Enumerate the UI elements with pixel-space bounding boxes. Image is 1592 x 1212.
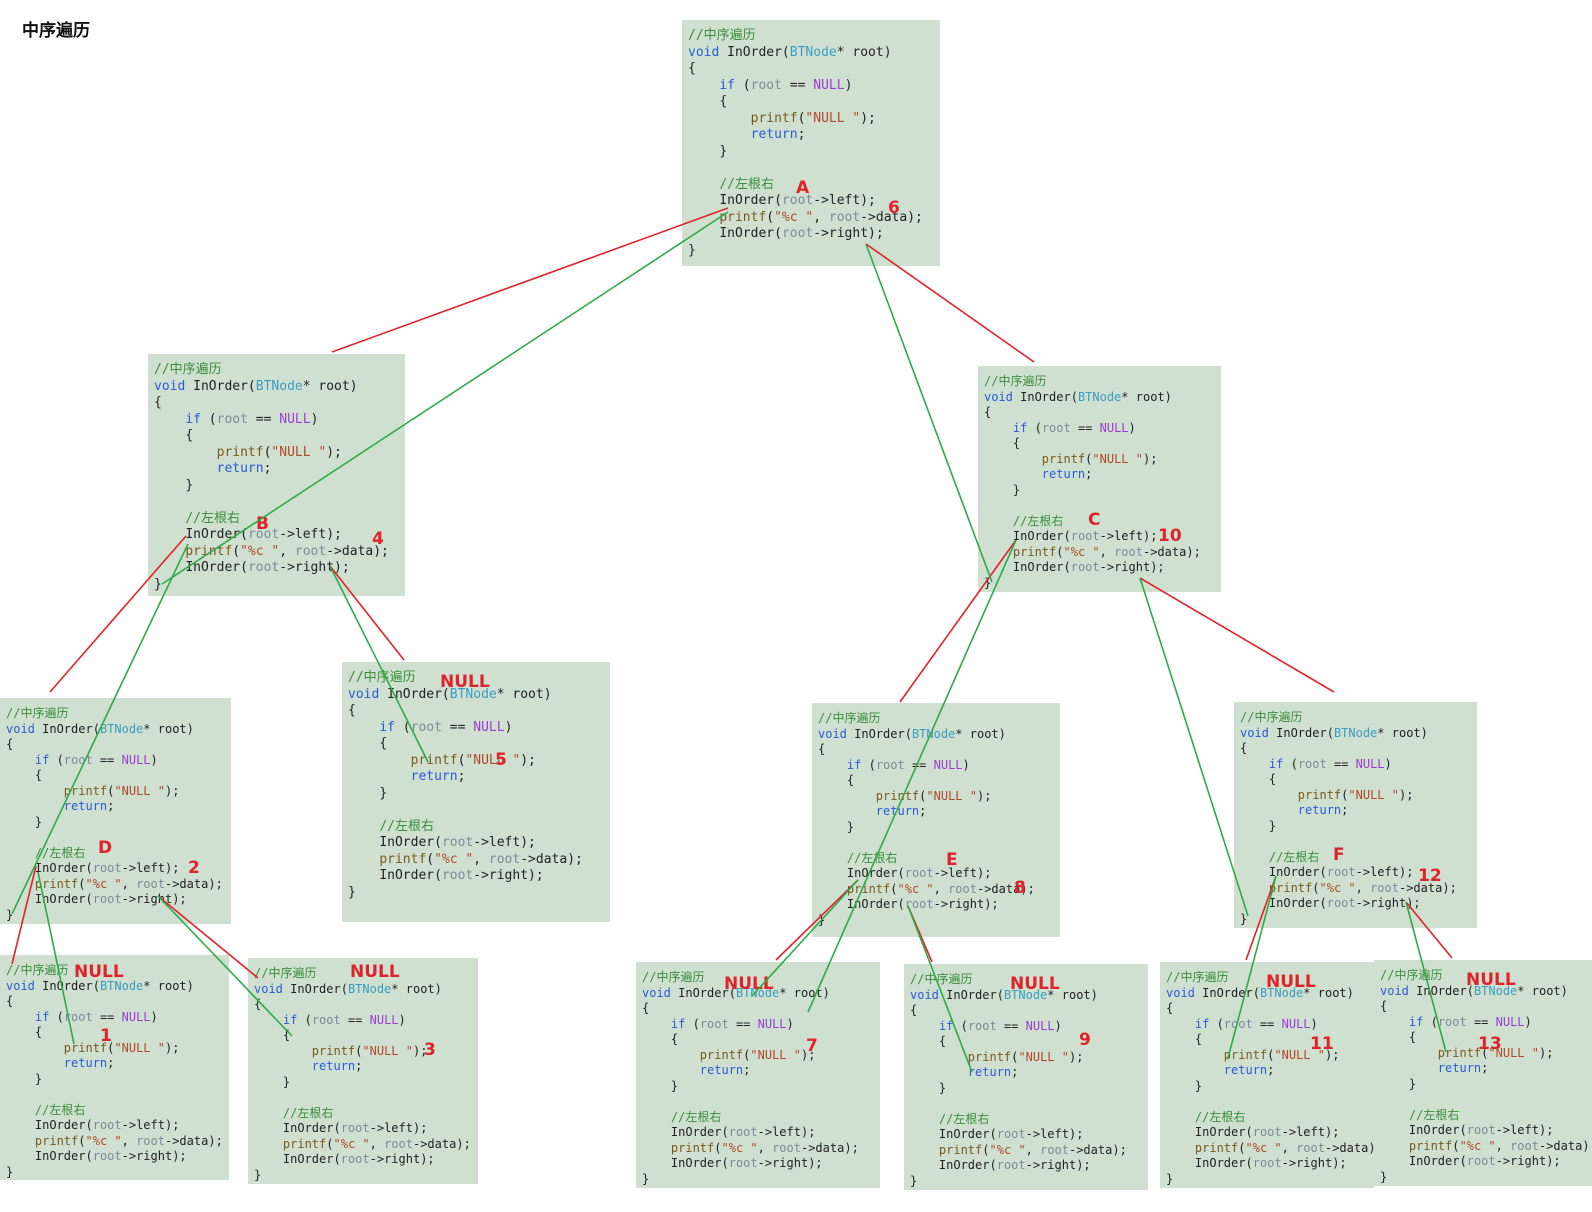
inorder-frame: //中序遍历 void InOrder(BTNode* root) { if (… [248, 958, 478, 1184]
step-number: 1 [100, 1026, 112, 1046]
step-number: 7 [806, 1036, 818, 1056]
code-listing: //中序遍历 void InOrder(BTNode* root) { if (… [1240, 710, 1457, 926]
inorder-frame: //中序遍历 void InOrder(BTNode* root) { if (… [148, 354, 405, 596]
step-number: 11 [1310, 1034, 1334, 1054]
code-listing: //中序遍历 void InOrder(BTNode* root) { if (… [348, 670, 583, 900]
step-number: 4 [372, 529, 384, 549]
code-listing: //中序遍历 void InOrder(BTNode* root) { if (… [1380, 968, 1592, 1184]
inorder-frame: //中序遍历 void InOrder(BTNode* root) { if (… [1160, 962, 1374, 1188]
null-label: NULL [74, 962, 124, 982]
inorder-frame: //中序遍历 void InOrder(BTNode* root) { if (… [978, 366, 1221, 592]
inorder-frame: //中序遍历 void InOrder(BTNode* root) { if (… [0, 698, 231, 924]
page-title: 中序遍历 [22, 21, 90, 41]
step-number: 10 [1158, 526, 1182, 546]
step-number: 2 [188, 858, 200, 878]
inorder-frame: //中序遍历 void InOrder(BTNode* root) { if (… [1234, 702, 1477, 928]
step-number: 5 [495, 750, 507, 770]
step-number: 9 [1079, 1030, 1091, 1050]
return-arrow [865, 243, 993, 583]
inorder-frame: //中序遍历 void InOrder(BTNode* root) { if (… [682, 20, 940, 266]
step-number: 8 [1014, 878, 1026, 898]
code-listing: //中序遍历 void InOrder(BTNode* root) { if (… [642, 970, 859, 1186]
null-label: NULL [1266, 972, 1316, 992]
null-label: NULL [350, 962, 400, 982]
null-label: NULL [724, 974, 774, 994]
code-listing: //中序遍历 void InOrder(BTNode* root) { if (… [6, 706, 223, 922]
step-number: 6 [888, 198, 900, 218]
code-listing: //中序遍历 void InOrder(BTNode* root) { if (… [984, 374, 1201, 590]
node-letter: B [256, 514, 269, 534]
code-listing: //中序遍历 void InOrder(BTNode* root) { if (… [910, 972, 1127, 1188]
inorder-frame: //中序遍历 void InOrder(BTNode* root) { if (… [904, 964, 1148, 1190]
node-letter: D [98, 838, 113, 858]
return-arrow [1139, 577, 1249, 917]
inorder-frame: //中序遍历 void InOrder(BTNode* root) { if (… [812, 703, 1060, 937]
node-letter: C [1088, 510, 1101, 530]
code-listing: //中序遍历 void InOrder(BTNode* root) { if (… [1166, 970, 1374, 1186]
inorder-frame: //中序遍历 void InOrder(BTNode* root) { if (… [636, 962, 880, 1188]
inorder-frame: //中序遍历 void InOrder(BTNode* root) { if (… [1374, 960, 1592, 1186]
null-label: NULL [1466, 970, 1516, 990]
null-label: NULL [440, 672, 490, 692]
inorder-frame: //中序遍历 void InOrder(BTNode* root) { if (… [342, 662, 610, 922]
step-number: 12 [1418, 866, 1442, 886]
null-label: NULL [1010, 974, 1060, 994]
call-arrow [331, 207, 729, 353]
call-arrow [1139, 577, 1335, 693]
step-number: 3 [424, 1040, 436, 1060]
code-listing: //中序遍历 void InOrder(BTNode* root) { if (… [688, 28, 923, 258]
node-letter: F [1333, 845, 1345, 865]
code-listing: //中序遍历 void InOrder(BTNode* root) { if (… [154, 362, 389, 592]
code-listing: //中序遍历 void InOrder(BTNode* root) { if (… [6, 963, 223, 1179]
node-letter: E [946, 850, 958, 870]
step-number: 13 [1478, 1034, 1502, 1054]
node-letter: A [796, 178, 810, 198]
code-listing: //中序遍历 void InOrder(BTNode* root) { if (… [818, 711, 1035, 927]
inorder-frame: //中序遍历 void InOrder(BTNode* root) { if (… [0, 955, 229, 1180]
code-listing: //中序遍历 void InOrder(BTNode* root) { if (… [254, 966, 471, 1182]
